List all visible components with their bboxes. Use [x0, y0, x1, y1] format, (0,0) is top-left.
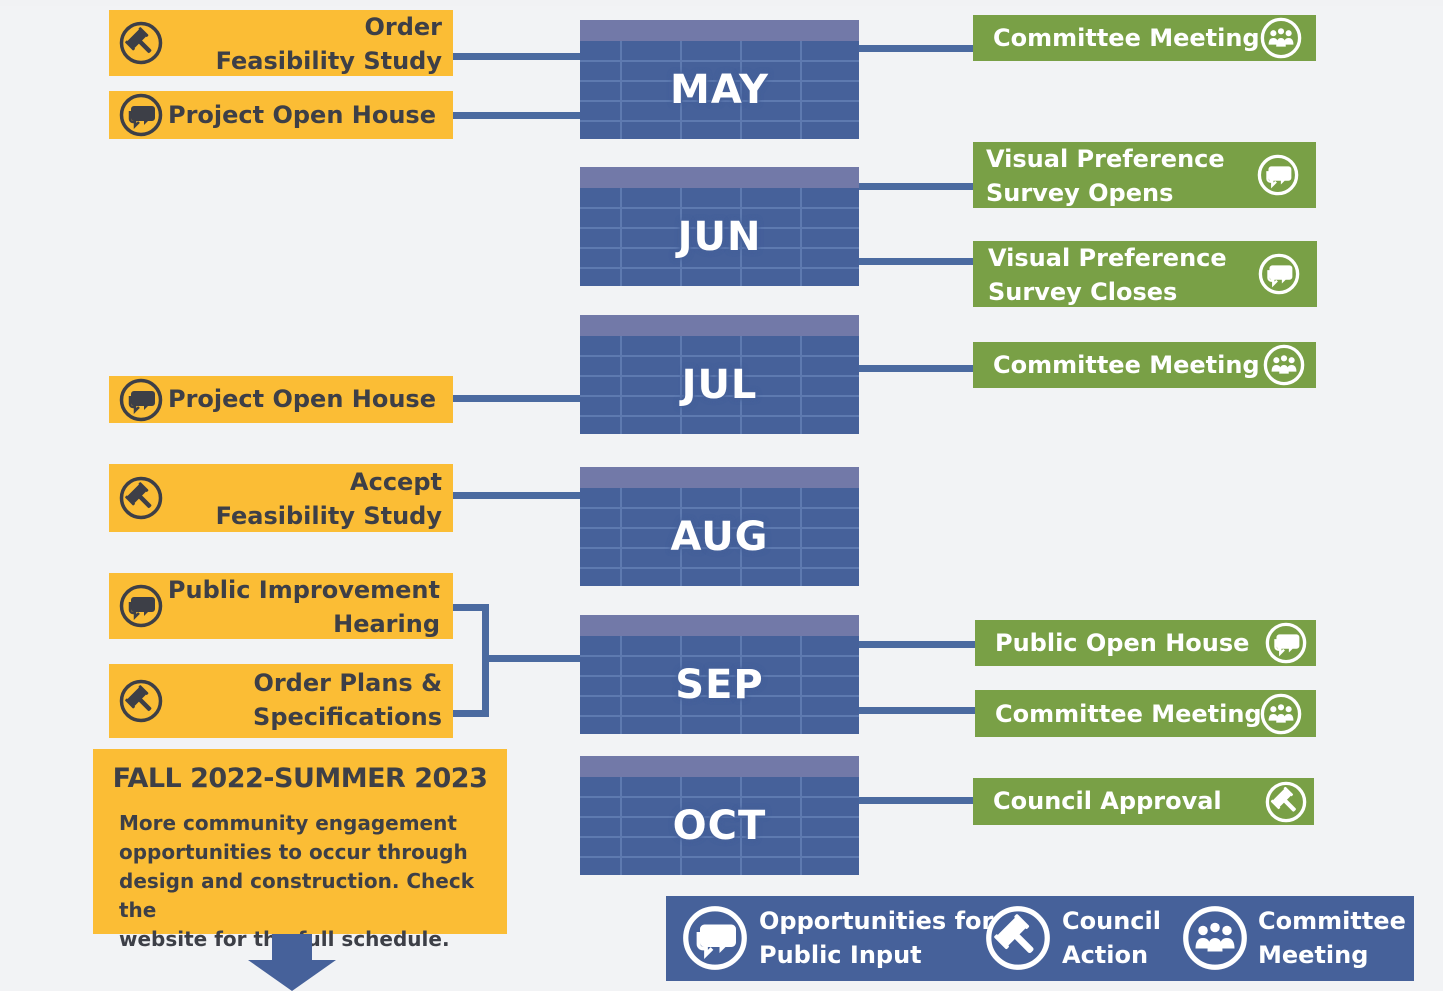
event-label: Project Open House: [168, 101, 436, 129]
month-label: JUN: [677, 214, 762, 260]
connector-line: [453, 395, 580, 402]
month-header-bar: [580, 467, 859, 488]
public-input-public-open-house: Public Open House: [975, 620, 1316, 666]
gavel-icon: [985, 905, 1051, 971]
event-label: Committee Meeting: [993, 351, 1260, 379]
connector-line: [859, 365, 973, 372]
group-icon: [1260, 693, 1302, 735]
connector-line: [859, 258, 973, 265]
month-header-bar: [580, 167, 859, 188]
group-icon: [1263, 344, 1305, 386]
month-block-aug: AUG: [580, 467, 859, 586]
legend-label-council-action: Council Action: [1062, 907, 1161, 969]
month-header-bar: [580, 615, 859, 636]
month-block-sep: SEP: [580, 615, 859, 734]
connector-line: [453, 710, 488, 717]
legend: Opportunities for Public Input Council A…: [666, 896, 1414, 981]
connector-line: [453, 604, 488, 611]
public-input-visual-preference-survey-opens: Visual Preference Survey Opens: [973, 142, 1316, 208]
public-input-visual-preference-survey-closes: Visual Preference Survey Closes: [973, 241, 1317, 307]
legend-label-committee-meeting: Committee Meeting: [1258, 907, 1406, 969]
event-label: Order Feasibility Study: [215, 13, 442, 75]
connector-line: [859, 183, 973, 190]
down-arrow-icon: [248, 934, 336, 991]
note-heading: FALL 2022-SUMMER 2023: [112, 763, 488, 794]
event-label: Order Plans & Specifications: [253, 669, 442, 731]
month-block-may: MAY: [580, 20, 859, 139]
event-label: Council Approval: [993, 787, 1222, 815]
month-block-jul: JUL: [580, 315, 859, 434]
connector-line: [482, 655, 580, 662]
council-action-accept-feasibility-study: Accept Feasibility Study: [109, 464, 453, 532]
gavel-icon: [119, 679, 163, 723]
month-label: SEP: [675, 662, 764, 708]
council-action-council-approval: Council Approval: [973, 778, 1314, 825]
event-label: Visual Preference Survey Closes: [988, 244, 1227, 306]
speech-bubble-icon: [682, 905, 748, 971]
event-label: Accept Feasibility Study: [215, 468, 442, 530]
committee-meeting-may: Committee Meeting: [973, 15, 1316, 61]
note-body: More community engagement opportunities …: [119, 811, 475, 951]
month-label: MAY: [670, 67, 769, 113]
event-label: Project Open House: [168, 385, 436, 413]
month-label: JUL: [681, 362, 758, 408]
connector-line: [859, 641, 975, 648]
committee-meeting-sep: Committee Meeting: [975, 690, 1316, 737]
connector-line: [859, 707, 975, 714]
event-label: Public Improvement Hearing: [167, 576, 440, 638]
gavel-icon: [119, 476, 163, 520]
connector-line: [859, 45, 973, 52]
event-label: Committee Meeting: [995, 700, 1262, 728]
fall-2022-summer-2023-note: FALL 2022-SUMMER 2023 More community eng…: [93, 749, 507, 951]
group-icon: [1260, 17, 1302, 59]
speech-bubble-icon: [119, 93, 163, 137]
month-label: OCT: [672, 803, 767, 849]
month-header-bar: [580, 756, 859, 777]
month-header-bar: [580, 20, 859, 41]
speech-bubble-icon: [1257, 154, 1299, 196]
council-action-order-plans-specifications: Order Plans & Specifications: [109, 664, 453, 738]
event-label: Visual Preference Survey Opens: [986, 145, 1225, 207]
connector-line: [453, 112, 580, 119]
connector-line: [453, 492, 580, 499]
connector-line: [859, 797, 973, 804]
speech-bubble-icon: [119, 584, 163, 628]
committee-meeting-jul: Committee Meeting: [973, 342, 1316, 388]
connector-line: [453, 53, 580, 60]
public-input-public-improvement-hearing: Public Improvement Hearing: [109, 573, 453, 639]
legend-label-public-input: Opportunities for Public Input: [759, 907, 994, 969]
event-label: Public Open House: [995, 629, 1250, 657]
month-block-jun: JUN: [580, 167, 859, 286]
public-input-project-open-house: Project Open House: [109, 91, 453, 139]
month-label: AUG: [670, 514, 769, 560]
gavel-icon: [1265, 781, 1307, 823]
month-header-bar: [580, 315, 859, 336]
council-action-order-feasibility-study: Order Feasibility Study: [109, 10, 453, 76]
speech-bubble-icon: [119, 378, 163, 422]
speech-bubble-icon: [1265, 622, 1307, 664]
month-block-oct: OCT: [580, 756, 859, 875]
gavel-icon: [119, 21, 163, 65]
event-label: Committee Meeting: [993, 24, 1260, 52]
group-icon: [1182, 905, 1248, 971]
public-input-project-open-house: Project Open House: [109, 376, 453, 423]
speech-bubble-icon: [1258, 253, 1300, 295]
